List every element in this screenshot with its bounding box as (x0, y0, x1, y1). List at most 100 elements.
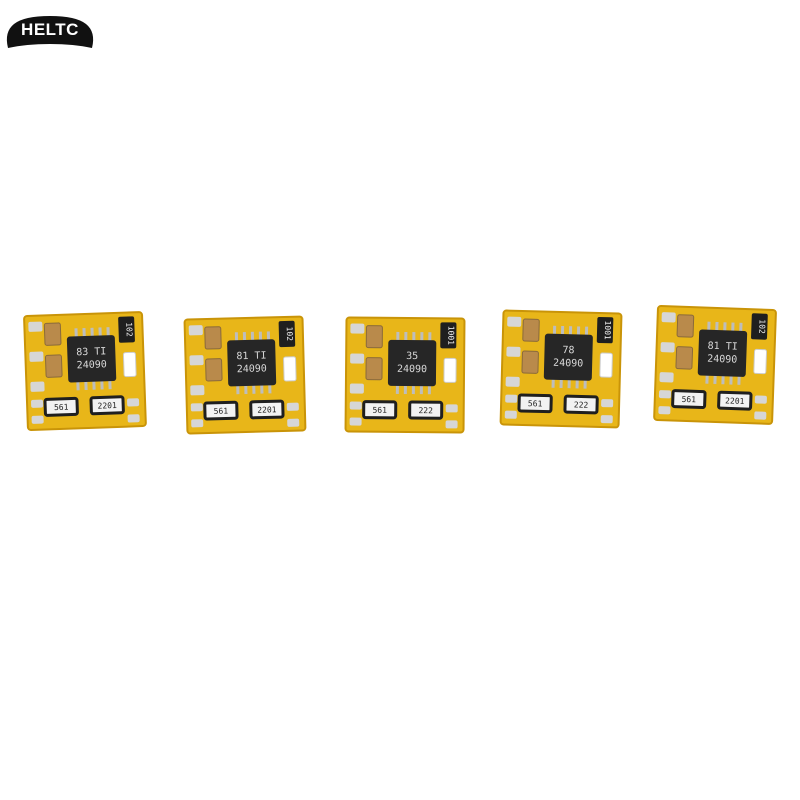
capacitor (522, 318, 540, 342)
chip-marking-line2: 24090 (553, 358, 583, 370)
resistor-right-label: 2201 (97, 401, 117, 411)
chip-pin (705, 373, 709, 384)
led (599, 352, 613, 378)
solder-pad (754, 395, 767, 404)
solder-pad (661, 312, 676, 323)
solder-pad (286, 402, 299, 411)
chip-pin (575, 378, 579, 389)
chip-pin (82, 327, 86, 339)
chip-pin (427, 384, 431, 395)
resistor-right-label: 2201 (257, 405, 277, 415)
chip-pin (236, 384, 240, 395)
chip-pin (567, 378, 571, 389)
chip-pin (731, 322, 735, 333)
chip-pin (428, 332, 432, 343)
led (283, 356, 297, 382)
chip-pin (260, 383, 264, 394)
resistor-right (563, 394, 599, 415)
resistor-left-label: 561 (528, 399, 543, 408)
ic-chip (227, 339, 277, 387)
chip-pin (234, 332, 239, 343)
chip-pin (551, 377, 555, 388)
chip-pin (723, 322, 727, 333)
chip-pin (713, 373, 717, 385)
chip-pin (420, 332, 424, 343)
resistor-left-label: 561 (372, 406, 387, 415)
solder-pad (127, 414, 140, 423)
chip-marking-line2: 24090 (237, 363, 267, 375)
chip-pin (412, 332, 416, 343)
chip-pin (74, 328, 78, 339)
chip-pin (395, 383, 399, 394)
solder-pad (349, 417, 362, 426)
resistor-side (440, 322, 457, 349)
chip-pin (707, 321, 711, 332)
resistor-left (203, 400, 239, 421)
logo-badge-shape (6, 16, 94, 48)
capacitor (675, 346, 694, 370)
ic-chip (697, 329, 748, 377)
chip-pin (242, 331, 247, 343)
resistor-right-label: 222 (418, 406, 433, 415)
led (443, 357, 457, 383)
chip-pin (584, 326, 589, 337)
chip-marking-line2: 24090 (707, 354, 737, 366)
ic-chip (543, 333, 593, 381)
chip-pin (108, 379, 112, 390)
capacitor (205, 358, 223, 382)
chip-pin (266, 331, 271, 342)
chip-pin (403, 383, 407, 395)
resistor-side (751, 313, 768, 340)
capacitor (365, 325, 383, 349)
chip-pin (250, 331, 255, 342)
resistor-left-label: 561 (681, 395, 696, 405)
solder-pad (287, 418, 300, 427)
solder-pad (504, 410, 517, 419)
capacitor (44, 354, 63, 378)
chip-pin (258, 331, 263, 342)
resistor-left (43, 396, 79, 417)
solder-pad (30, 381, 45, 392)
capacitor (43, 322, 62, 346)
ic-chip (387, 339, 437, 387)
chip-pin (583, 378, 587, 389)
capacitor (204, 326, 222, 350)
resistor-right (249, 399, 285, 420)
capacitor (676, 314, 695, 338)
solder-pad (350, 353, 365, 364)
resistor-right-label: 222 (574, 400, 589, 409)
solder-pad (506, 346, 521, 357)
ic-chip (66, 335, 117, 383)
chip-pin (106, 327, 110, 338)
chip-pin (721, 374, 725, 385)
solder-pad (507, 316, 522, 327)
resistor-side-label: 1001 (603, 320, 613, 340)
solder-pad (505, 376, 520, 387)
capacitor (365, 357, 383, 381)
solder-pad (754, 411, 767, 420)
solder-pad (600, 415, 613, 424)
chip-pin (404, 331, 408, 343)
resistor-side-label: 102 (285, 327, 294, 342)
resistor-right (717, 390, 753, 411)
solder-pad (188, 325, 203, 336)
chip-pin (268, 383, 272, 394)
chip-pin (100, 379, 104, 390)
chip-pin (84, 379, 88, 391)
resistor-left (362, 400, 398, 420)
chip-pin (739, 322, 743, 333)
brand-logo: HELTC (4, 12, 96, 52)
resistor-left-label: 561 (54, 403, 69, 413)
chip-pin (252, 383, 256, 394)
chip-pin (552, 325, 557, 336)
chip-marking-line1: 35 (406, 351, 418, 362)
solder-pad (660, 342, 675, 353)
solder-pad (658, 406, 671, 415)
solder-pad (601, 399, 614, 408)
solder-pad (190, 385, 205, 396)
